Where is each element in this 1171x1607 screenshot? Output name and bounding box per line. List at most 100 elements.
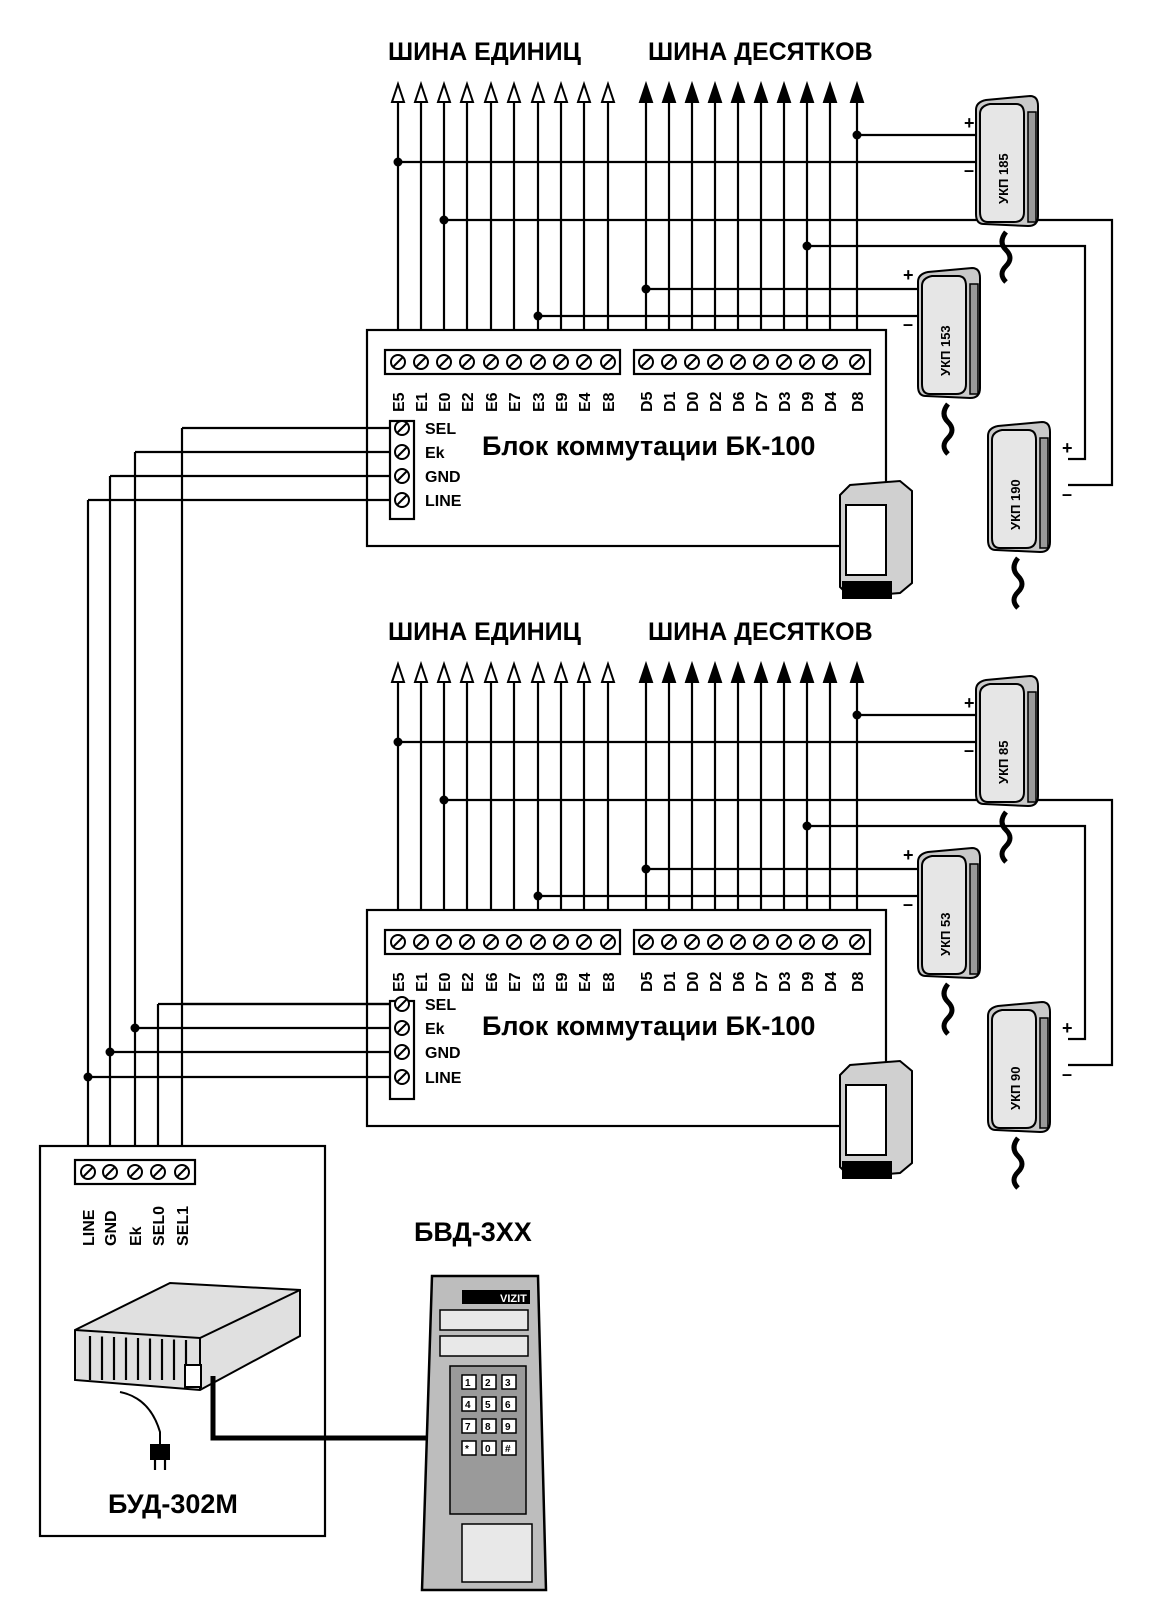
- screw-terminal-icon: [638, 354, 654, 370]
- wire-handset3-minus: [444, 218, 1114, 487]
- panel-brand: VIZIT: [500, 1293, 527, 1305]
- bus-arrow-filled-icon: [753, 80, 769, 103]
- bud-terminal-label: SEL0: [151, 1206, 168, 1246]
- terminal-label: E4: [577, 972, 594, 992]
- minus-label: –: [1062, 484, 1072, 504]
- terminal-label: D5: [639, 391, 656, 412]
- bus-arrow-open-icon: [506, 80, 522, 103]
- keypad-key: [461, 1374, 477, 1390]
- screw-slot: [663, 936, 675, 948]
- screw-terminal-icon: [394, 1020, 410, 1036]
- bus-arrow-filled-icon: [822, 80, 838, 103]
- keypad-key-label: 4: [465, 1400, 471, 1411]
- screw-terminal-icon: [799, 934, 815, 950]
- module-bottom: [842, 581, 892, 599]
- terminal-label: E0: [437, 392, 454, 412]
- screw-slot: [732, 356, 744, 368]
- screw-terminal-icon: [684, 934, 700, 950]
- keypad-key-label: 2: [485, 1378, 491, 1389]
- keypad-key-label: 5: [485, 1400, 491, 1411]
- screw-slot: [396, 494, 408, 506]
- junction-dot: [439, 215, 449, 225]
- screw-slot: [415, 356, 427, 368]
- bus-arrow-filled-icon: [707, 80, 723, 103]
- screw-slot: [801, 356, 813, 368]
- bus-arrow-open-icon: [553, 660, 569, 683]
- screw-slot: [438, 936, 450, 948]
- bus-arrow-filled-icon: [776, 660, 792, 683]
- terminal-label: D0: [685, 971, 702, 992]
- plus-label: +: [964, 693, 975, 713]
- keypad-key-label: 9: [505, 1422, 511, 1433]
- bus-arrow-filled-icon: [661, 660, 677, 683]
- bus-arrow-filled-icon: [776, 80, 792, 103]
- terminal-label: E8: [601, 392, 618, 412]
- handset-cord: [999, 230, 1013, 284]
- screw-terminal-icon: [459, 354, 475, 370]
- screw-slot: [152, 1166, 164, 1178]
- screw-slot: [778, 936, 790, 948]
- screw-terminal-icon: [776, 934, 792, 950]
- wire-handset3-plus: [807, 244, 1087, 461]
- control-terminal-label: Ek: [425, 1021, 445, 1038]
- bus-arrow-open-icon: [483, 660, 499, 683]
- junction-dot: [802, 241, 812, 251]
- screw-terminal-icon: [530, 934, 546, 950]
- handset-piece: [921, 855, 967, 975]
- keypad-key-label: #: [505, 1444, 511, 1455]
- screw-slot: [508, 356, 520, 368]
- screw-terminal-icon: [776, 354, 792, 370]
- bvd-title: БВД-3XX: [414, 1217, 532, 1247]
- screw-slot: [129, 1166, 141, 1178]
- plus-label: +: [1062, 438, 1073, 458]
- bus-arrow-open-icon: [600, 80, 616, 103]
- terminal-label: E6: [484, 972, 501, 992]
- screw-terminal-icon: [822, 354, 838, 370]
- terminal-label: E5: [391, 392, 408, 412]
- terminal-label: D4: [823, 971, 840, 992]
- keypad-key-label: 6: [505, 1400, 511, 1411]
- screw-terminal-icon: [707, 354, 723, 370]
- control-terminal-label: SEL: [425, 997, 456, 1014]
- handset-label: УКП 190: [1008, 479, 1023, 530]
- power-plug-icon: [150, 1444, 170, 1460]
- terminal-label: D2: [708, 391, 725, 412]
- terminal-label: E7: [507, 972, 524, 992]
- handset-label: УКП 90: [1008, 1067, 1023, 1110]
- handset-label: УКП 153: [938, 325, 953, 376]
- screw-terminal-icon: [390, 354, 406, 370]
- keypad-key: [461, 1396, 477, 1412]
- minus-label: –: [903, 894, 913, 914]
- handset-piece: [991, 1009, 1037, 1129]
- terminal-label: E1: [414, 392, 431, 412]
- keypad-key-label: 0: [485, 1444, 491, 1455]
- screw-slot: [438, 356, 450, 368]
- intercom-handset-icon: УКП 85: [975, 674, 1039, 864]
- junction-dot: [641, 864, 651, 874]
- screw-terminal-icon: [707, 934, 723, 950]
- junction-dot: [802, 821, 812, 831]
- handset-cord: [1011, 556, 1025, 610]
- keypad-key: [481, 1440, 497, 1456]
- screw-slot: [532, 936, 544, 948]
- bus-tens-label: ШИНА ДЕСЯТКОВ: [648, 38, 873, 66]
- terminal-label: D3: [777, 971, 794, 992]
- screw-slot: [640, 936, 652, 948]
- screw-slot: [778, 356, 790, 368]
- bus-arrow-filled-icon: [730, 80, 746, 103]
- handset-label: УКП 53: [938, 913, 953, 956]
- terminal-label: D0: [685, 391, 702, 412]
- panel-brand-bar: [462, 1290, 530, 1304]
- terminal-label: E6: [484, 392, 501, 412]
- screw-slot: [555, 936, 567, 948]
- terminal-label: E1: [414, 972, 431, 992]
- handset-side: [969, 283, 979, 395]
- screw-slot: [396, 1071, 408, 1083]
- screw-terminal-icon: [394, 1044, 410, 1060]
- module-window: [845, 504, 887, 576]
- screw-slot: [578, 936, 590, 948]
- handset-side: [1039, 437, 1049, 549]
- plus-label: +: [903, 845, 914, 865]
